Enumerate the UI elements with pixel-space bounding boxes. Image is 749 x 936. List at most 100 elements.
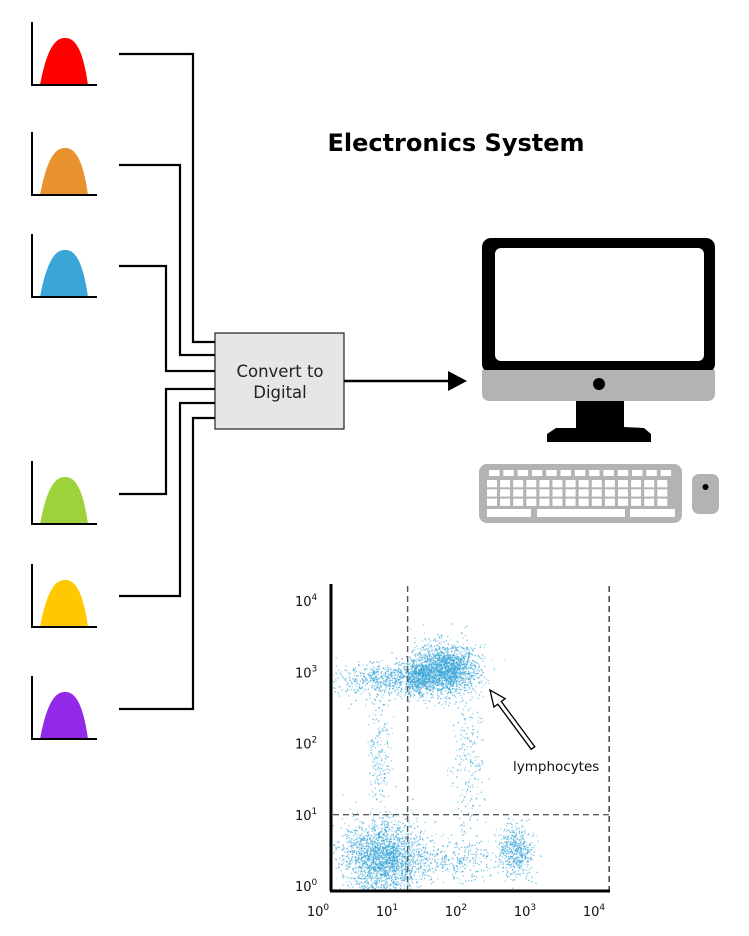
data-point [439,680,441,682]
data-point [362,850,364,852]
data-point [336,907,337,908]
data-point [447,705,450,707]
data-point [381,814,384,816]
data-point [438,683,440,685]
data-point [451,665,453,667]
data-point [368,692,371,695]
data-point [358,858,360,860]
data-point [467,676,469,678]
data-point [462,834,464,836]
data-point [391,875,393,877]
data-point [419,697,421,699]
data-point [424,669,427,671]
data-point [420,667,423,669]
data-point [479,768,481,770]
data-point [414,861,416,863]
data-point [411,665,413,667]
data-point [411,660,413,662]
data-point [393,845,395,848]
data-point [447,661,449,663]
data-point [438,636,441,638]
data-point [466,684,468,686]
data-point [380,763,382,765]
data-point [453,661,455,663]
data-point [355,679,358,682]
data-point [354,877,357,879]
data-point [391,894,392,895]
data-point [429,863,432,865]
data-point [398,870,401,872]
data-point [459,671,461,673]
data-point [422,670,424,672]
data-point [387,746,389,748]
data-point [417,665,419,667]
data-point [466,670,468,673]
data-point [436,657,438,659]
data-point [478,676,481,679]
data-point [477,720,479,722]
data-point [360,881,363,883]
data-point [363,675,366,678]
data-point [463,667,465,669]
data-point [440,652,442,654]
data-point [374,772,376,775]
data-point [433,681,436,684]
data-point [471,795,473,797]
data-point [474,742,476,744]
data-point [436,680,438,683]
data-point [350,681,352,683]
data-point [455,661,458,663]
data-point [380,672,382,674]
data-point [377,833,379,835]
data-point [470,760,472,763]
data-point [460,672,462,674]
data-point [425,664,427,666]
data-point [385,830,387,832]
data-point [433,667,435,669]
data-point [352,870,354,872]
data-point [382,875,384,877]
data-point [436,677,438,679]
data-point [351,831,354,834]
data-point [346,841,349,843]
data-point [461,669,463,671]
data-point [391,845,393,847]
data-point [368,870,370,872]
data-point [422,669,424,671]
data-point [361,678,364,680]
data-point [372,718,374,721]
data-point [384,901,385,902]
data-point [452,654,454,656]
data-point [404,877,406,879]
data-point [353,884,355,886]
data-point [384,869,386,871]
data-point [378,856,381,858]
data-point [476,662,478,664]
data-point [472,786,474,788]
data-point [467,672,470,674]
data-point [351,682,353,685]
data-point [459,684,461,686]
data-point [407,682,409,684]
data-point [435,663,437,665]
data-point [427,664,429,666]
key [517,470,529,476]
data-point [436,659,438,662]
data-point [440,660,442,663]
data-point [392,672,394,674]
data-point [467,753,469,755]
data-point [382,866,384,869]
data-point [357,675,359,677]
data-point [446,673,448,675]
data-point [458,683,460,685]
data-point [435,640,437,642]
data-point [346,837,348,840]
data-point [389,699,391,702]
data-point [445,683,447,685]
data-point [462,680,464,682]
data-point [428,700,430,702]
data-point [461,659,463,661]
data-point [348,857,350,859]
data-point [475,660,477,662]
data-point [405,881,408,883]
